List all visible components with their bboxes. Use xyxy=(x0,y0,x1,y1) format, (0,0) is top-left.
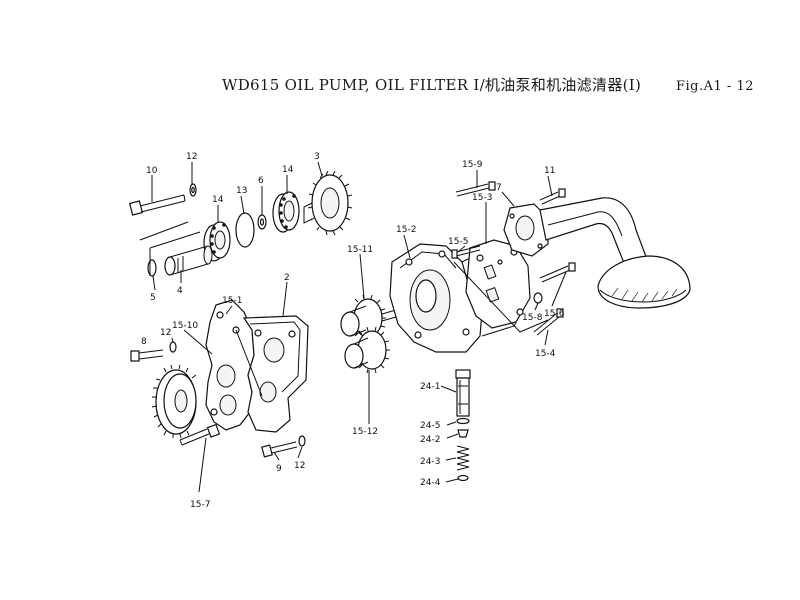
seal-24-5 xyxy=(456,417,470,425)
ring-6 xyxy=(257,214,267,230)
plate-15-3 xyxy=(465,239,531,329)
callout-15-10: 15-10 xyxy=(172,321,198,331)
callout-15-3: 15-3 xyxy=(472,193,492,203)
leader-lines xyxy=(139,161,567,493)
bolt-15-7 xyxy=(179,423,221,446)
bolt-15-5 xyxy=(451,245,481,259)
gasket-7 xyxy=(503,203,549,257)
callout-6: 6 xyxy=(258,176,264,186)
callout-12-left: 12 xyxy=(160,328,171,338)
washer-24-4 xyxy=(457,474,469,482)
callout-12-bottom: 12 xyxy=(294,461,305,471)
circlip-13 xyxy=(235,212,255,248)
washer-12-top xyxy=(189,183,197,197)
bolt-15-6 xyxy=(539,262,576,283)
snap-ring-5 xyxy=(147,259,157,277)
drive-gear-left xyxy=(151,364,197,439)
callout-24-2: 24-2 xyxy=(420,435,440,445)
pump-gear-15-12 xyxy=(344,326,390,374)
callout-15-8: 15-8 xyxy=(522,313,543,323)
housing-2 xyxy=(235,315,309,433)
callout-4: 4 xyxy=(177,286,183,296)
gear-3 xyxy=(303,170,353,236)
callout-15-12: 15-12 xyxy=(352,427,378,437)
callout-10: 10 xyxy=(146,166,158,176)
bolt-9 xyxy=(261,441,298,458)
callout-12-top: 12 xyxy=(186,152,197,162)
callout-15-7: 15-7 xyxy=(190,500,210,510)
callout-24-3: 24-3 xyxy=(420,457,440,467)
spring-24-3 xyxy=(456,445,470,471)
washer-15-8 xyxy=(533,292,543,304)
callout-13: 13 xyxy=(236,186,247,196)
bolt-10 xyxy=(128,194,186,216)
pump-cover-15-1 xyxy=(205,299,255,431)
callout-5: 5 xyxy=(150,293,156,303)
bolt-15-4 xyxy=(533,308,564,336)
callout-15-1: 15-1 xyxy=(222,296,242,306)
callout-15-4: 15-4 xyxy=(535,349,556,359)
diagram-title: WD615 OIL PUMP, OIL FILTER Ⅰ/机油泵和机油滤清器(Ⅰ… xyxy=(222,76,642,94)
callout-7: 7 xyxy=(496,183,502,193)
callout-15-11: 15-11 xyxy=(347,245,373,255)
callout-2: 2 xyxy=(284,273,290,283)
shaft-4 xyxy=(164,245,213,276)
callout-15-2: 15-2 xyxy=(396,225,416,235)
bolt-8 xyxy=(130,349,164,362)
callout-15-6: 15-6 xyxy=(544,309,565,319)
callout-15-5: 15-5 xyxy=(448,237,468,247)
callout-14-lower: 14 xyxy=(212,195,224,205)
valve-body-24-1 xyxy=(455,369,471,417)
figure-reference: Fig.A1 - 12 xyxy=(676,79,754,94)
bearing-14-upper xyxy=(272,191,300,233)
callout-14-upper: 14 xyxy=(282,165,294,175)
callout-8: 8 xyxy=(141,337,147,347)
callout-15-9: 15-9 xyxy=(462,160,483,170)
callout-labels: 10 12 3 13 6 14 14 5 4 2 15-1 15-10 12 8… xyxy=(141,152,565,510)
washer-12-bottom xyxy=(298,435,306,447)
oil-suction-pipe xyxy=(539,197,691,309)
callout-24-5: 24-5 xyxy=(420,421,440,431)
callout-24-1: 24-1 xyxy=(420,382,440,392)
valve-24-2 xyxy=(457,429,469,438)
callout-24-4: 24-4 xyxy=(420,478,441,488)
callout-9: 9 xyxy=(276,464,282,474)
bolt-15-9 xyxy=(455,181,496,197)
washer-12-left xyxy=(169,341,177,353)
callout-11: 11 xyxy=(544,166,555,176)
pump-body-15-2 xyxy=(389,243,529,353)
bolt-11 xyxy=(539,188,566,205)
callout-3: 3 xyxy=(314,152,320,162)
